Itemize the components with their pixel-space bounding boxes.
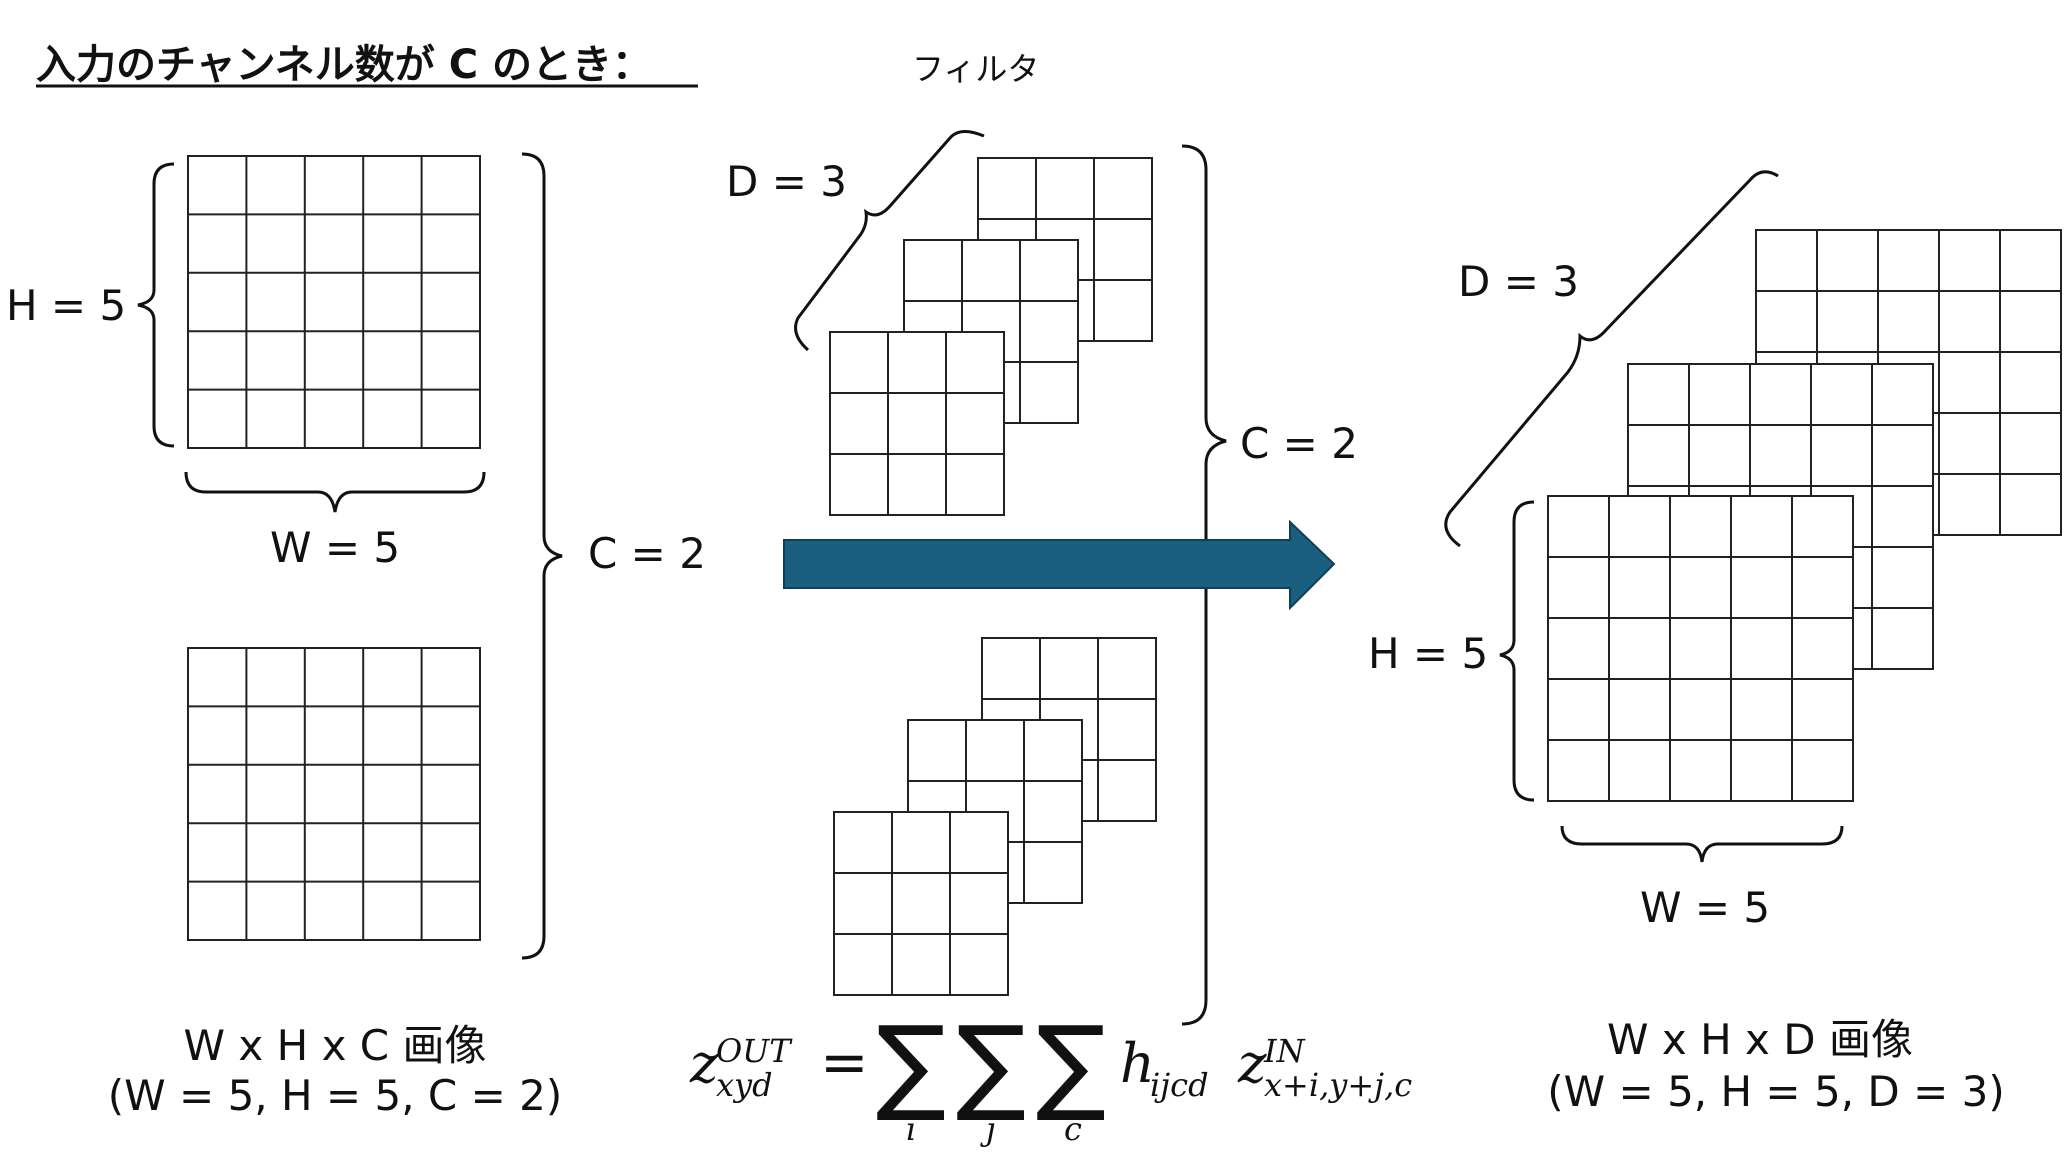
filter-label: フィルタ [912,50,1039,88]
input-channel-label: C = 2 [588,529,706,578]
diagram-title: 入力のチャンネル数が C のとき： [36,42,652,88]
input-grid-channel-1 [187,155,481,449]
input-caption-line2: (W = 5, H = 5, C = 2) [108,1071,562,1120]
filter-depth-brace [794,130,985,352]
output-width-label: W = 5 [1640,883,1770,932]
output-feature-maps [1547,229,2062,802]
formula-rhs-sub: x+i,y+j,c [1264,1066,1412,1104]
output-depth-label: D = 3 [1458,257,1579,306]
input-grid-channel-2 [187,647,481,941]
formula-sum-c: ∑ [1036,1003,1106,1125]
formula-sum-i: ∑ [876,1003,946,1125]
formula-lhs-base: z [689,1032,719,1095]
input-height-label: H = 5 [6,281,126,330]
formula-kernel-base: h [1120,1032,1155,1095]
formula-rhs-sup: IN [1263,1032,1306,1070]
filter-channel-label: C = 2 [1240,419,1358,468]
input-height-brace [137,162,175,448]
output-caption-line1: W x H x D 画像 [1607,1015,1913,1064]
input-channel-brace [521,152,563,960]
convolution-formula: z OUT xyd = ∑ ∑ ∑ i j c h ijcd z IN x+i,… [689,1003,1412,1148]
input-width-label: W = 5 [270,523,400,572]
filter-channel-brace [1181,144,1227,1026]
formula-lhs-sup: OUT [716,1032,793,1070]
output-map-1 [1547,495,1854,802]
formula-sum-index-c: c [1064,1110,1082,1148]
formula-sum-j: ∑ [956,1003,1026,1125]
output-height-label: H = 5 [1368,629,1488,678]
input-caption-line1: W x H x C 画像 [184,1021,487,1070]
filter-2-kernel-1 [833,811,1009,996]
formula-lhs-sub: xyd [716,1066,773,1104]
output-depth-brace [1444,170,1779,548]
filter-1-kernel-1 [829,331,1005,516]
input-feature-maps [187,155,481,941]
filter-depth-label: D = 3 [726,157,847,206]
convolution-arrow [783,519,1336,611]
formula-sum-index-i: i [906,1110,916,1148]
output-caption-line2: (W = 5, H = 5, D = 3) [1547,1067,2004,1116]
output-height-brace [1499,500,1535,802]
formula-rhs-base: z [1237,1032,1267,1095]
filter-stacks [829,157,1157,996]
formula-equals: = [820,1028,869,1096]
output-width-brace [1560,825,1844,863]
input-width-brace [184,471,486,513]
formula-kernel-sub: ijcd [1150,1066,1209,1104]
